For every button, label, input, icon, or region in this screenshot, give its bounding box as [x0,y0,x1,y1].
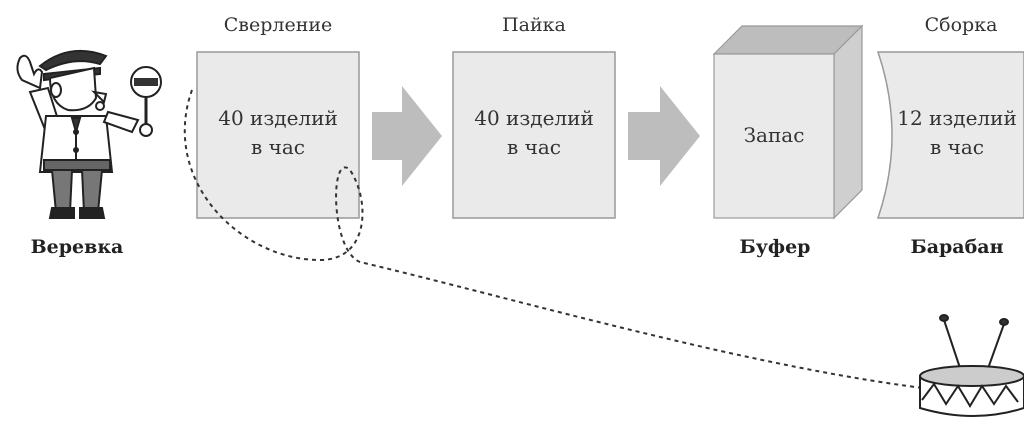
arrow-2 [628,86,700,186]
drilling-rate-line2: в час [251,135,305,159]
soldering-rate-line1: 40 изделий [474,106,594,130]
soldering-rate-line2: в час [507,135,561,159]
buffer-content: Запас [714,121,834,150]
stage-title-assembly: Сборка [924,14,998,36]
soldering-box [452,51,616,219]
buffer-label: Буфер [739,236,811,258]
conductor-figure [16,49,162,219]
buffer-content-line1: Запас [743,123,805,147]
drilling-rate: 40 изделий в час [197,104,359,162]
buffer-box [712,24,864,220]
drilling-rate-line1: 40 изделий [218,106,338,130]
arrow-1 [372,86,442,186]
soldering-rate: 40 изделий в час [453,104,615,162]
rope-label: Веревка [30,236,124,258]
drum-label: Барабан [910,236,1004,258]
assembly-rate-line2: в час [930,135,984,159]
drum-icon [919,314,1024,417]
assembly-rate: 12 изделий в час [890,104,1024,162]
assembly-box [876,51,1024,219]
assembly-rate-line1: 12 изделий [897,106,1017,130]
stage-title-drilling: Сверление [223,14,333,36]
rope-line [183,89,941,391]
drilling-box [196,51,360,219]
stage-title-soldering: Пайка [502,14,566,36]
